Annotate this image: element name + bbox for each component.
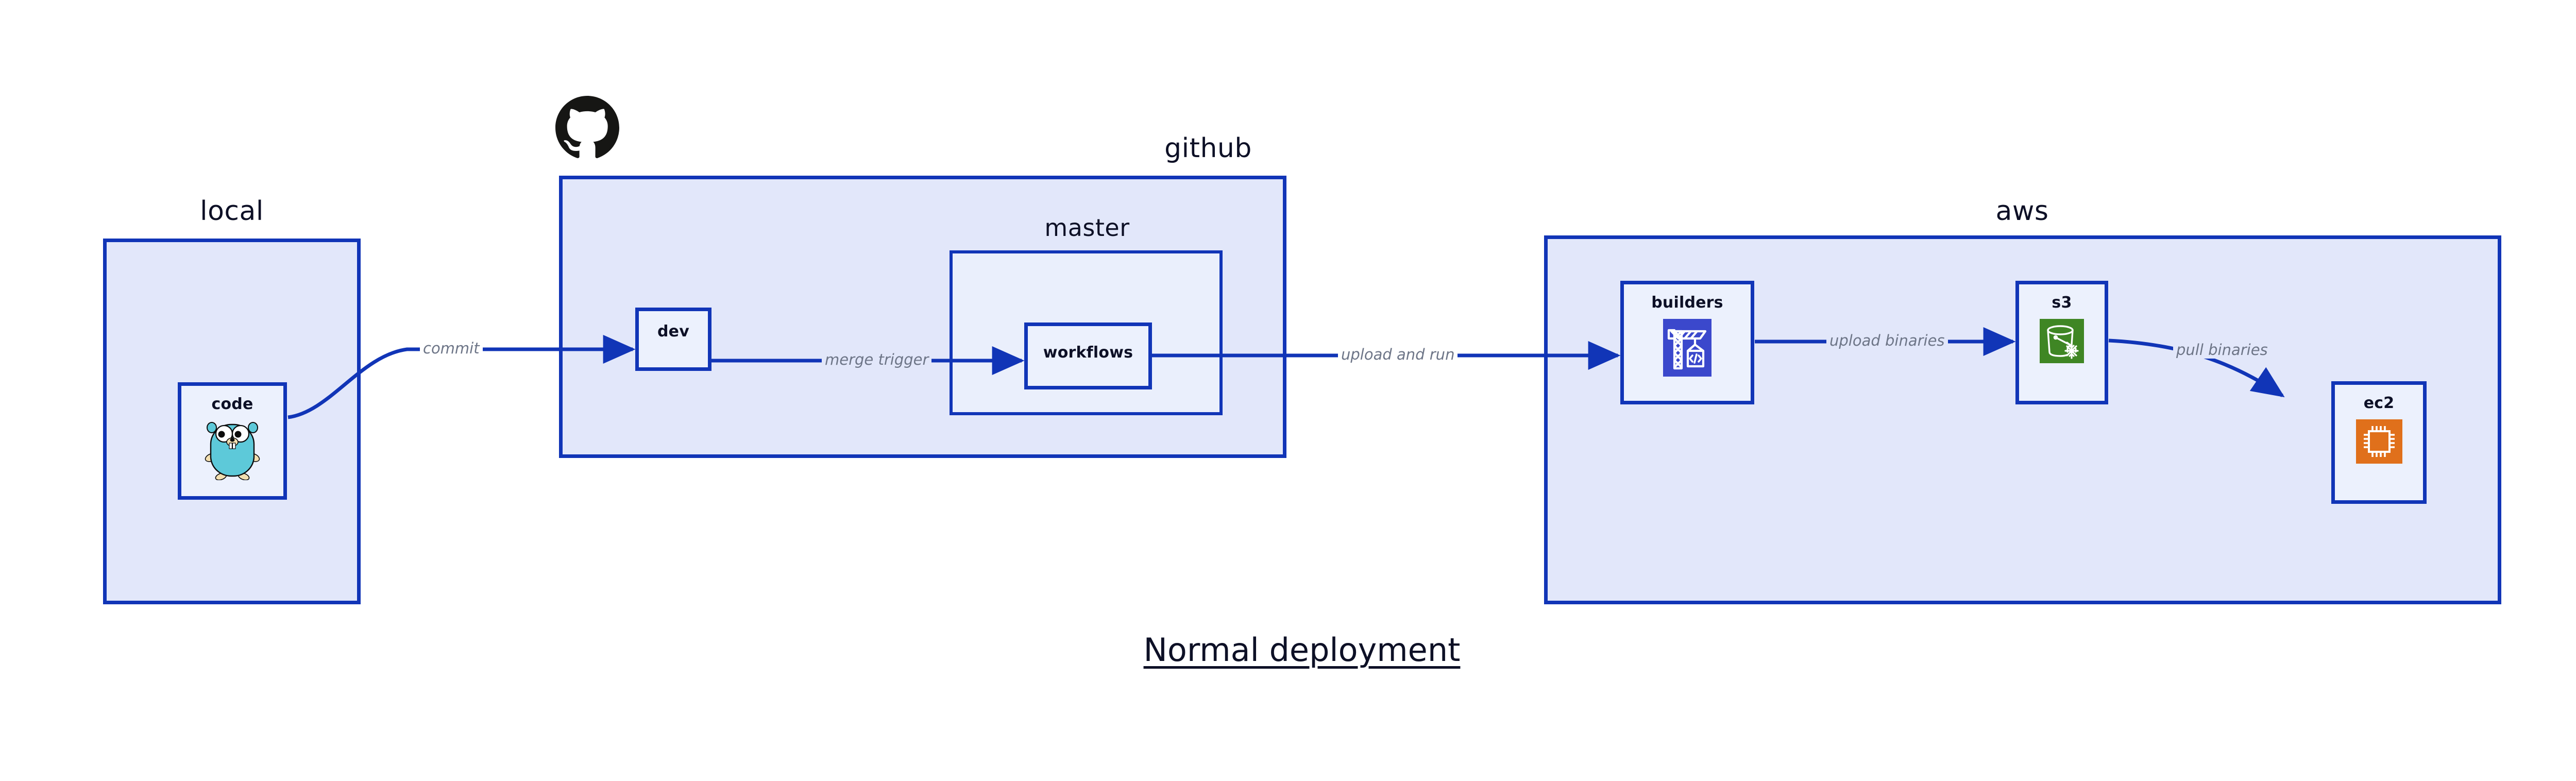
edge-label-merge-trigger: merge trigger xyxy=(822,351,932,368)
zone-title-aws: aws xyxy=(1995,196,2049,227)
node-code[interactable]: code xyxy=(178,382,287,500)
diagram-title: Normal deployment xyxy=(1143,631,1461,669)
aws-codebuild-icon xyxy=(1663,319,1711,379)
zone-title-local: local xyxy=(200,196,264,227)
node-workflows[interactable]: workflows xyxy=(1024,322,1152,389)
edge-label-pull-binaries: pull binaries xyxy=(2173,341,2271,359)
aws-ec2-chip-icon xyxy=(2355,419,2402,466)
node-title-s3: s3 xyxy=(2052,294,2072,312)
node-title-ec2: ec2 xyxy=(2363,394,2395,412)
node-builders[interactable]: builders xyxy=(1620,281,1754,404)
node-title-workflows: workflows xyxy=(1043,344,1133,362)
edge-label-upload-binaries: upload binaries xyxy=(1826,332,1948,349)
node-title-dev: dev xyxy=(657,322,689,341)
node-title-builders: builders xyxy=(1651,294,1723,312)
edge-label-upload-and-run: upload and run xyxy=(1338,346,1458,363)
node-dev[interactable]: dev xyxy=(635,308,711,371)
zone-title-github: github xyxy=(1164,133,1252,164)
node-s3[interactable]: s3 xyxy=(2015,281,2108,404)
zone-title-master: master xyxy=(1044,214,1130,242)
edge-label-commit: commit xyxy=(420,339,483,357)
github-octocat-logo xyxy=(555,96,619,162)
go-gopher-icon xyxy=(205,418,260,482)
aws-s3-glacier-bucket-icon xyxy=(2040,319,2084,365)
node-title-code: code xyxy=(211,395,253,413)
node-ec2[interactable]: ec2 xyxy=(2331,381,2427,504)
